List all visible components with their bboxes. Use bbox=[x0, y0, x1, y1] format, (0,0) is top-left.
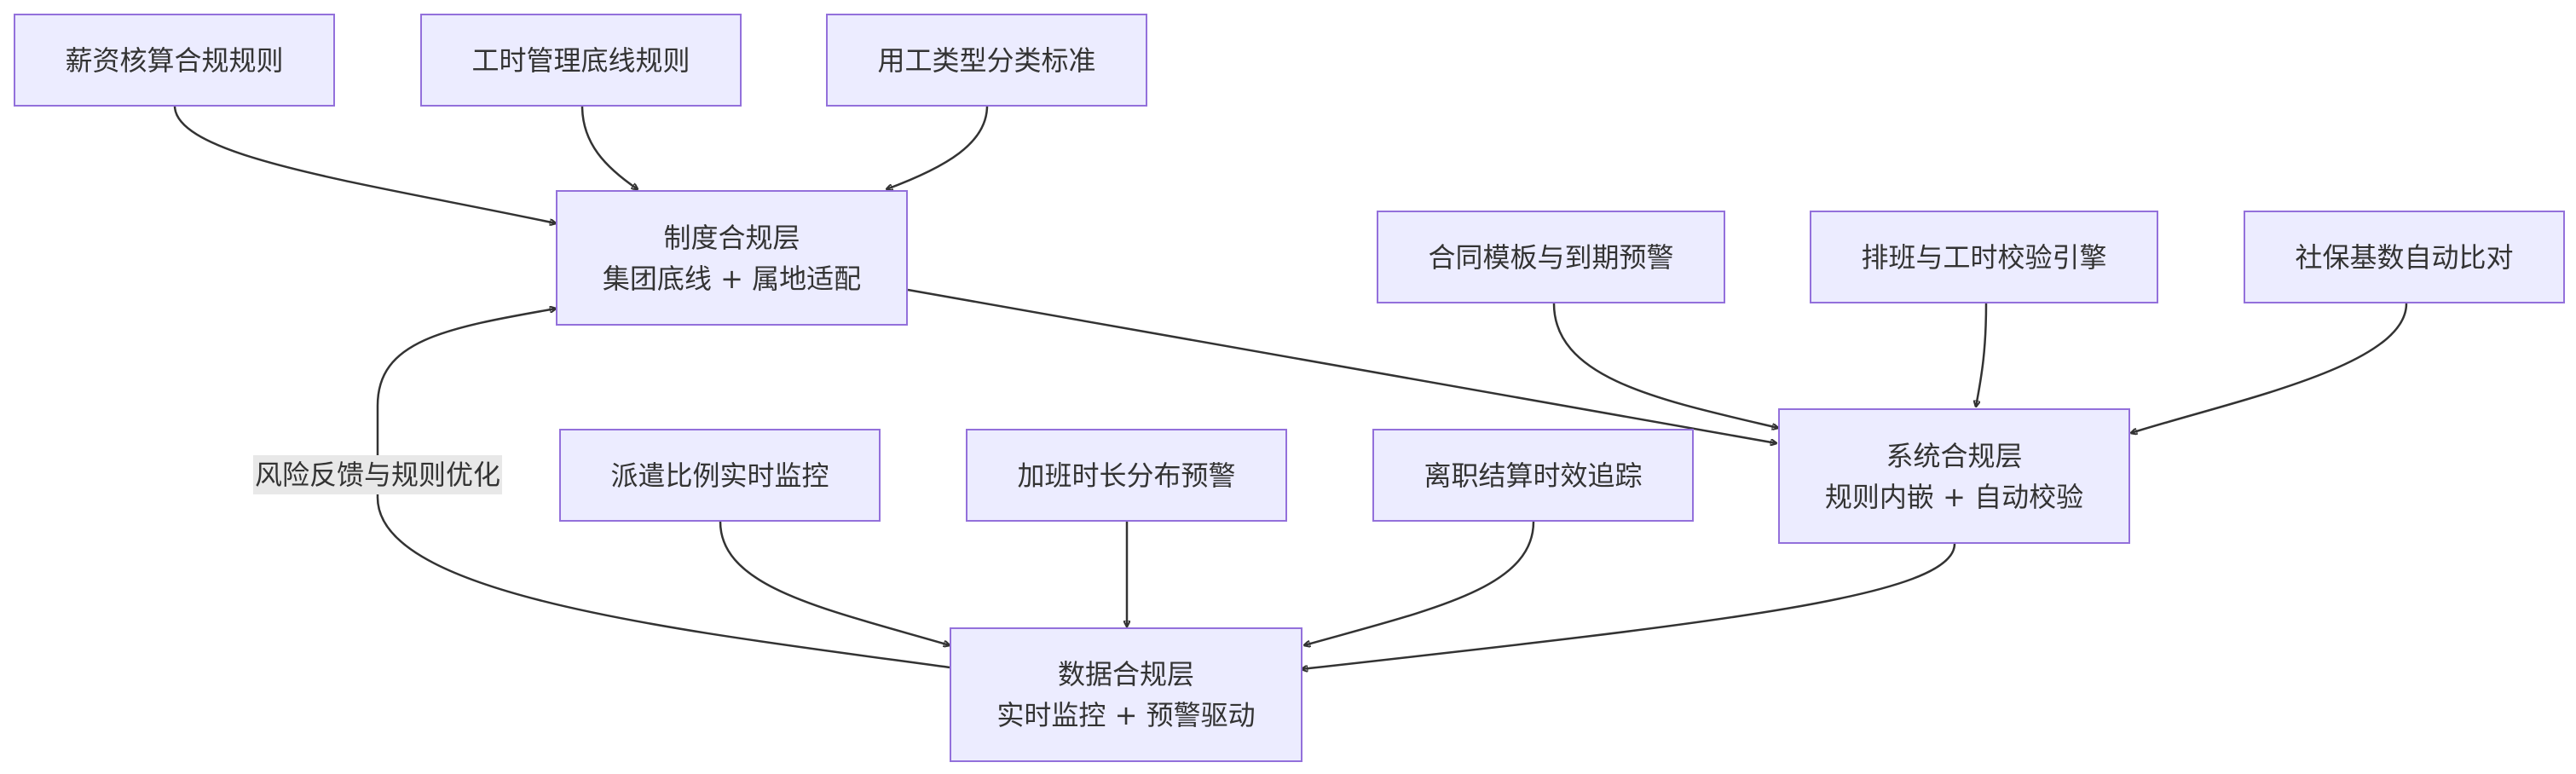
node-label: 离职结算时效追踪 bbox=[1424, 459, 1643, 492]
edge-labor-type-to-policy bbox=[887, 105, 989, 189]
node-exit-settlement: 离职结算时效追踪 bbox=[1372, 429, 1694, 522]
node-hours-rules: 工时管理底线规则 bbox=[420, 14, 742, 107]
node-label: 合同模板与到期预警 bbox=[1428, 240, 1674, 274]
node-label: 社保基数自动比对 bbox=[2295, 240, 2514, 274]
edge-policy-to-system bbox=[907, 288, 1776, 443]
node-data-layer: 数据合规层 实时监控 + 预警驱动 bbox=[950, 627, 1302, 762]
node-title: 数据合规层 bbox=[1057, 658, 1194, 690]
edge-contract-to-system bbox=[1552, 303, 1778, 428]
edge-schedule-to-system bbox=[1976, 303, 1988, 407]
node-system-layer: 系统合规层 规则内嵌 + 自动校验 bbox=[1778, 408, 2130, 544]
node-subtitle: 实时监控 + 预警驱动 bbox=[996, 699, 1256, 731]
node-schedule-engine: 排班与工时校验引擎 bbox=[1810, 211, 2158, 303]
node-title: 系统合规层 bbox=[1886, 439, 2023, 472]
node-label: 用工类型分类标准 bbox=[877, 43, 1096, 77]
node-salary-rules: 薪资核算合规规则 bbox=[14, 14, 335, 107]
node-policy-layer: 制度合规层 集团底线 + 属地适配 bbox=[556, 190, 908, 326]
node-subtitle: 规则内嵌 + 自动校验 bbox=[1824, 480, 2084, 513]
node-overtime: 加班时长分布预警 bbox=[966, 429, 1287, 522]
node-social-security: 社保基数自动比对 bbox=[2244, 211, 2565, 303]
node-label: 加班时长分布预警 bbox=[1017, 459, 1236, 492]
node-labor-type: 用工类型分类标准 bbox=[826, 14, 1147, 107]
edge-data-to-policy-feedback bbox=[376, 309, 950, 669]
node-subtitle: 集团底线 + 属地适配 bbox=[602, 262, 862, 295]
node-dispatch: 派遣比例实时监控 bbox=[559, 429, 881, 522]
edge-exit-to-data bbox=[1304, 521, 1535, 645]
node-label: 派遣比例实时监控 bbox=[610, 459, 829, 492]
edge-label-feedback: 风险反馈与规则优化 bbox=[253, 455, 503, 494]
edge-dispatch-to-data bbox=[719, 521, 950, 645]
edge-salary-to-policy bbox=[173, 105, 556, 223]
node-label: 工时管理底线规则 bbox=[471, 43, 690, 77]
edge-system-to-data bbox=[1302, 543, 1956, 669]
node-contract: 合同模板与到期预警 bbox=[1377, 211, 1725, 303]
node-title: 制度合规层 bbox=[663, 221, 800, 254]
node-label: 排班与工时校验引擎 bbox=[1861, 240, 2107, 274]
edge-social-to-system bbox=[2131, 303, 2408, 433]
node-label: 薪资核算合规规则 bbox=[65, 43, 284, 77]
edge-hours-rule-to-policy bbox=[580, 105, 638, 189]
